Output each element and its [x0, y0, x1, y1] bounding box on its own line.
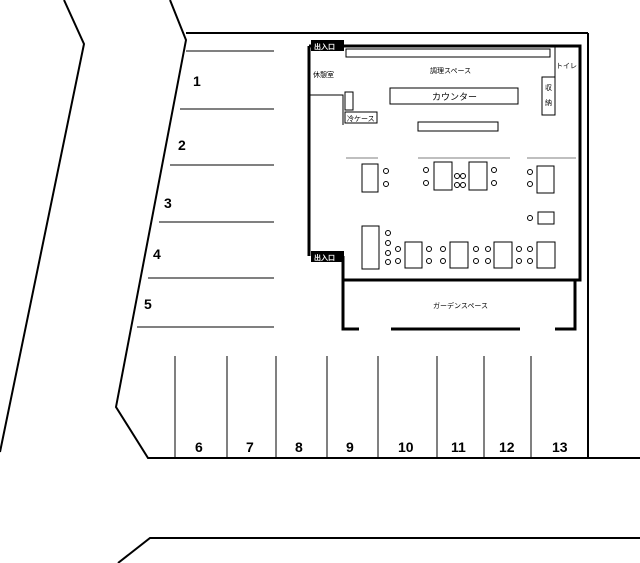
fridge-case-box	[344, 111, 378, 124]
storage-label: 収	[545, 84, 552, 92]
kitchen-worktop	[345, 48, 551, 58]
chair	[527, 246, 533, 252]
parking-space-number: 3	[164, 195, 172, 211]
table	[537, 211, 555, 225]
parking-space-number: 11	[451, 439, 466, 455]
chair	[527, 169, 533, 175]
chair	[395, 258, 401, 264]
chair	[516, 246, 522, 252]
break-room-label: 休憩室	[313, 70, 334, 79]
parking-space-number: 4	[153, 246, 161, 262]
parking-space-number: 1	[193, 73, 201, 89]
chair	[491, 167, 497, 173]
garden-space-label: ガーデンスペース	[433, 301, 488, 310]
entrance-tag	[311, 251, 344, 262]
chair	[383, 168, 389, 174]
parking-space-number: 8	[295, 439, 303, 455]
chair	[383, 181, 389, 187]
entrance-label: 出入口	[314, 253, 335, 262]
garden-wall-right	[555, 280, 577, 331]
chair	[385, 240, 391, 246]
chair	[426, 246, 432, 252]
chair	[454, 182, 460, 188]
chair	[527, 215, 533, 221]
table	[468, 161, 488, 191]
chair	[485, 246, 491, 252]
parking-numbers: 1 2 3 4 5 6 7 8 9 10 11 12 13	[144, 73, 568, 455]
parking-space-number: 5	[144, 296, 152, 312]
table	[361, 163, 379, 193]
chair	[385, 230, 391, 236]
chair	[423, 167, 429, 173]
parking-space-number: 7	[246, 439, 254, 455]
entrance-top: 出入口	[311, 40, 344, 51]
chair	[423, 180, 429, 186]
chair	[454, 173, 460, 179]
table	[493, 241, 513, 269]
chair	[527, 181, 533, 187]
display-shelf	[417, 121, 499, 132]
chair	[473, 258, 479, 264]
garden-space: ガーデンスペース	[341, 280, 577, 331]
parking-space-number: 9	[346, 439, 354, 455]
left-road-edge	[0, 0, 86, 453]
table	[536, 165, 555, 194]
table	[449, 241, 469, 269]
entrance-bottom: 出入口	[311, 251, 344, 262]
kitchen-label: 調理スペース	[430, 66, 471, 75]
table	[361, 225, 380, 270]
chair	[460, 173, 466, 179]
storage-label: 納	[545, 98, 552, 107]
table	[404, 241, 423, 269]
bottom-parking-dividers	[174, 356, 532, 458]
lower-road-edge	[117, 537, 640, 563]
counter-block	[389, 87, 519, 105]
parking-space-number: 10	[398, 439, 414, 455]
parking-space-number: 12	[499, 439, 515, 455]
parking-space-number: 6	[195, 439, 203, 455]
chair	[440, 258, 446, 264]
chair	[473, 246, 479, 252]
entrance-tag	[311, 40, 344, 51]
chair	[485, 258, 491, 264]
toilet-label: トイレ	[556, 62, 577, 70]
entrance-label: 出入口	[314, 42, 335, 51]
building-walls	[307, 44, 582, 282]
chair	[491, 180, 497, 186]
parking-space-number: 13	[552, 439, 568, 455]
break-room-wall	[309, 94, 344, 125]
chair	[516, 258, 522, 264]
left-parking-dividers	[137, 50, 274, 328]
garden-wall-left	[341, 280, 359, 331]
chair	[440, 246, 446, 252]
table	[536, 241, 556, 269]
counter-label: カウンター	[432, 92, 477, 103]
chair	[385, 259, 391, 265]
fridge-case-label: 冷ケース	[347, 114, 375, 123]
chair	[426, 258, 432, 264]
fridge-unit	[344, 91, 354, 111]
seating	[361, 161, 556, 270]
building-outer-wall	[309, 44, 582, 282]
table	[433, 161, 453, 191]
storage-closet	[541, 76, 556, 116]
chair	[385, 250, 391, 256]
chair	[395, 246, 401, 252]
chair	[460, 182, 466, 188]
parking-lot-edge	[114, 0, 640, 459]
parking-space-number: 2	[178, 137, 186, 153]
chair	[527, 258, 533, 264]
